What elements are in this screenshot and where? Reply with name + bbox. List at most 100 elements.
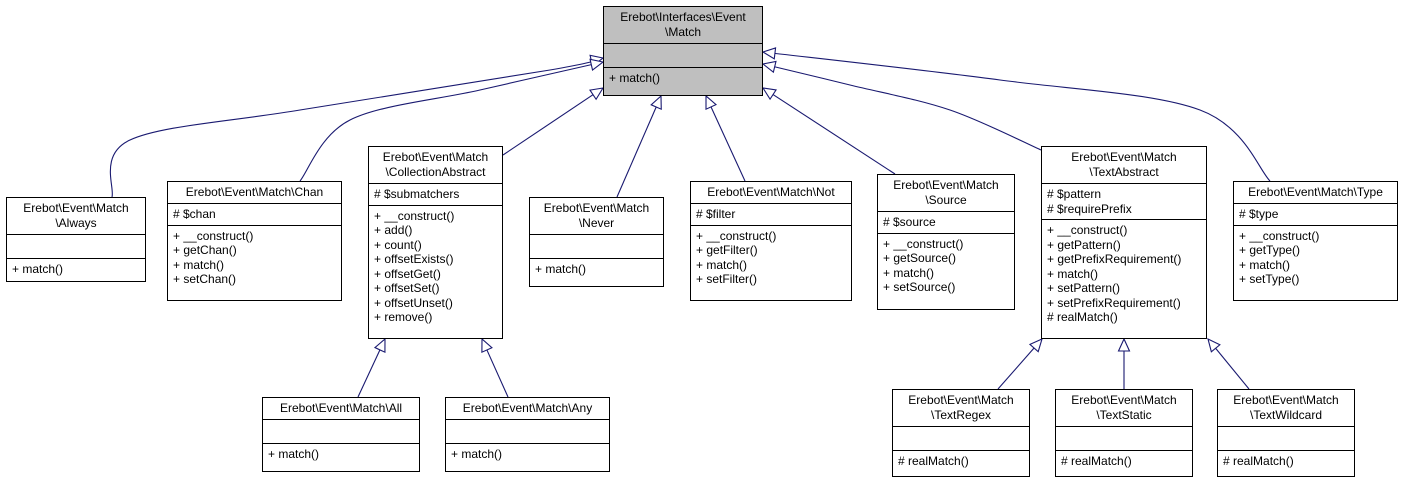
class-box-textwildcard[interactable]: Erebot\Event\Match\TextWildcard # realMat… xyxy=(1217,389,1355,477)
attributes-section xyxy=(530,234,663,258)
attributes-section xyxy=(7,234,145,258)
methods-section: + match() xyxy=(446,443,609,471)
class-name-line: Erebot\Event\Match xyxy=(893,178,999,192)
class-box-collection[interactable]: Erebot\Event\Match\CollectionAbstract# $… xyxy=(368,146,503,339)
inherits-edge-always xyxy=(109,54,605,198)
class-box-chan[interactable]: Erebot\Event\Match\Chan # $chan + __constr… xyxy=(167,181,342,301)
method: + offsetExists() xyxy=(374,252,454,266)
method: + getPattern() xyxy=(1047,237,1121,252)
class-name-line: Erebot\Event\Match\Any xyxy=(462,401,593,415)
method: + remove() xyxy=(374,310,433,324)
class-title: Erebot\Event\Match\Type xyxy=(1234,182,1397,203)
methods-section: + match() xyxy=(604,67,762,95)
class-box-never[interactable]: Erebot\Event\Match\Never + match() xyxy=(529,197,664,287)
inherits-edge-textwildcard xyxy=(1207,337,1250,390)
inheritance-arrowhead xyxy=(1028,338,1043,353)
class-box-source[interactable]: Erebot\Event\Match\Source # $source + __co… xyxy=(877,174,1015,310)
inheritance-arrowhead xyxy=(705,94,718,111)
edge-line xyxy=(762,51,1271,182)
method: + getChan() xyxy=(173,243,237,257)
class-title: Erebot\Event\Match\CollectionAbstract xyxy=(369,147,502,183)
method: + __construct() xyxy=(374,208,455,223)
method: + count() xyxy=(374,237,422,252)
edge-line xyxy=(772,94,896,175)
inheritance-arrowhead xyxy=(761,60,777,74)
method: + getPrefixRequirement() xyxy=(1047,252,1182,266)
class-name-line: Erebot\Event\Match\All xyxy=(279,401,403,415)
class-box-textabstract[interactable]: Erebot\Event\Match\TextAbstract# $patter… xyxy=(1041,146,1207,339)
class-title: Erebot\Event\Match\Never xyxy=(530,198,663,234)
method: + __construct() xyxy=(173,228,254,243)
method: + match() xyxy=(1047,266,1099,281)
class-name-line: Erebot\Event\Match xyxy=(382,150,489,164)
attributes-section xyxy=(446,419,609,443)
class-name-line: Erebot\Event\Match\Chan xyxy=(185,185,324,199)
attributes-section xyxy=(604,43,762,67)
inheritance-arrowhead xyxy=(589,87,605,101)
inheritance-arrowhead xyxy=(589,58,605,71)
method: + offsetUnset() xyxy=(374,295,453,310)
methods-section: + match() xyxy=(530,258,663,286)
attributes-section: # $pattern# $requirePrefix xyxy=(1042,183,1206,219)
inherits-edge-textregex xyxy=(997,338,1043,390)
method: + add() xyxy=(374,223,413,237)
method: + getType() xyxy=(1239,243,1301,257)
class-box-base[interactable]: Erebot\Interfaces\Event\Match+ match() xyxy=(603,6,763,96)
method: + __construct() xyxy=(1239,228,1320,243)
inherits-edge-textstatic xyxy=(1117,337,1131,389)
attribute: # $filter xyxy=(696,207,736,221)
attributes-section: # $submatchers xyxy=(369,183,502,205)
class-title: Erebot\Event\Match\Not xyxy=(691,182,851,203)
method: # realMatch() xyxy=(1061,454,1132,468)
method: + __construct() xyxy=(883,236,964,251)
inherits-edge-all xyxy=(357,337,386,398)
attribute: # $pattern xyxy=(1047,187,1102,201)
class-box-all[interactable]: Erebot\Event\Match\All + match() xyxy=(262,397,420,472)
methods-section: # realMatch() xyxy=(893,450,1029,476)
class-box-textregex[interactable]: Erebot\Event\Match\TextRegex# realMatch(… xyxy=(892,389,1030,477)
attribute: # $chan xyxy=(173,207,216,221)
method: + __construct() xyxy=(1047,223,1128,237)
methods-section: + match() xyxy=(263,443,419,471)
class-name-line: \TextWildcard xyxy=(1249,408,1323,422)
method: + setChan() xyxy=(173,272,237,286)
edge-line xyxy=(299,61,604,182)
class-box-always[interactable]: Erebot\Event\Match\Always+ match() xyxy=(6,197,146,282)
class-name-line: Erebot\Event\Match\Not xyxy=(707,185,835,199)
edge-line xyxy=(109,57,604,198)
edge-line xyxy=(1215,347,1250,390)
class-title: Erebot\Event\Match\TextWildcard xyxy=(1218,390,1354,426)
edge-line xyxy=(357,349,381,398)
attributes-section: # $filter xyxy=(691,203,851,225)
method: + match() xyxy=(883,265,935,280)
method: + __construct() xyxy=(696,228,777,243)
edge-line xyxy=(502,94,594,156)
method: + match() xyxy=(12,262,64,276)
attributes-section xyxy=(1056,426,1192,450)
method: + match() xyxy=(609,71,661,85)
class-name-line: Erebot\Event\Match\Type xyxy=(1248,185,1383,199)
attributes-section xyxy=(893,426,1029,450)
class-title: Erebot\Event\Match\Source xyxy=(878,175,1014,211)
inheritance-arrowhead xyxy=(1117,337,1131,352)
methods-section: + __construct()+ getPattern()+ getPrefix… xyxy=(1042,219,1206,338)
inheritance-arrowhead xyxy=(761,47,777,60)
class-name-line: \TextRegex xyxy=(930,408,992,422)
inherits-edge-never xyxy=(616,94,662,198)
inherits-edge-chan xyxy=(299,58,605,182)
class-box-textstatic[interactable]: Erebot\Event\Match\TextStatic# realMatch… xyxy=(1055,389,1193,477)
edge-line xyxy=(486,349,509,398)
inheritance-arrowhead xyxy=(373,337,386,354)
inherits-edge-type xyxy=(761,47,1271,182)
method: + match() xyxy=(696,257,748,272)
class-title: Erebot\Event\Match\All xyxy=(263,398,419,419)
attributes-section xyxy=(1218,426,1354,450)
class-box-type[interactable]: Erebot\Event\Match\Type# $type+ __constr… xyxy=(1233,181,1398,301)
inherits-edge-any xyxy=(481,337,509,398)
methods-section: + match() xyxy=(7,258,145,281)
class-box-any[interactable]: Erebot\Event\Match\Any + match() xyxy=(445,397,610,472)
method: + getSource() xyxy=(883,251,957,265)
attribute: # $source xyxy=(883,215,936,229)
method: # realMatch() xyxy=(1223,454,1294,468)
class-box-not[interactable]: Erebot\Event\Match\Not # $filter + __const… xyxy=(690,181,852,301)
